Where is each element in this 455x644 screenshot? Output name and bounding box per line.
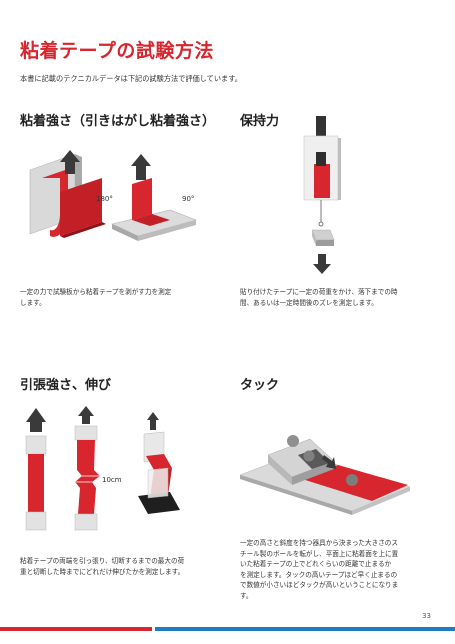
holding-description: 貼り付けたテープに一定の荷重をかけ、落下までの時 間、あるいは一定時間後のズレを… (240, 288, 398, 307)
tack-illustration (239, 435, 411, 515)
footer-blue-bar (155, 627, 455, 631)
peel-description: 一定の力で試験板から粘着テープを剥がす力を測定 します。 (20, 288, 172, 307)
tack-description: 一定の高さと斜度を持つ器具から決まった大きさのス チール製のボールを転がし、平面… (240, 539, 399, 600)
peel-180-arrow-icon (60, 150, 80, 174)
peel-section-title: 粘着強さ（引きはがし粘着強さ） (20, 114, 216, 129)
up-arrow-icon (147, 412, 159, 430)
up-arrow-icon (78, 406, 94, 424)
holding-section-title: 保持力 (240, 114, 280, 129)
footer-red-bar (0, 627, 152, 631)
tensile-illustration: 10cm (25, 406, 180, 531)
tack-section-title: タック (240, 378, 280, 393)
page-title: 粘着テープの試験方法 (20, 40, 214, 62)
page-number: 33 (422, 612, 431, 620)
peel-90-arrow-icon (131, 154, 151, 180)
angle-90-label: 90° (182, 195, 194, 203)
angle-180-label: 180° (96, 195, 113, 203)
down-arrow-icon (322, 455, 336, 469)
up-arrow-icon (26, 408, 46, 432)
intro-text: 本書に記載のテクニカルデータは下記の試験方法で評価しています。 (20, 74, 242, 83)
down-arrow-icon (313, 254, 331, 274)
peel-illustration: 180° 90° (29, 150, 197, 241)
tensile-length-label: 10cm (102, 476, 122, 484)
tensile-description: 粘着テープの両端を引っ張り、切断するまでの最大の荷 重と切断した時までにどれだけ… (20, 557, 185, 576)
holding-illustration (303, 116, 341, 274)
tensile-section-title: 引張強さ、伸び (20, 378, 112, 393)
